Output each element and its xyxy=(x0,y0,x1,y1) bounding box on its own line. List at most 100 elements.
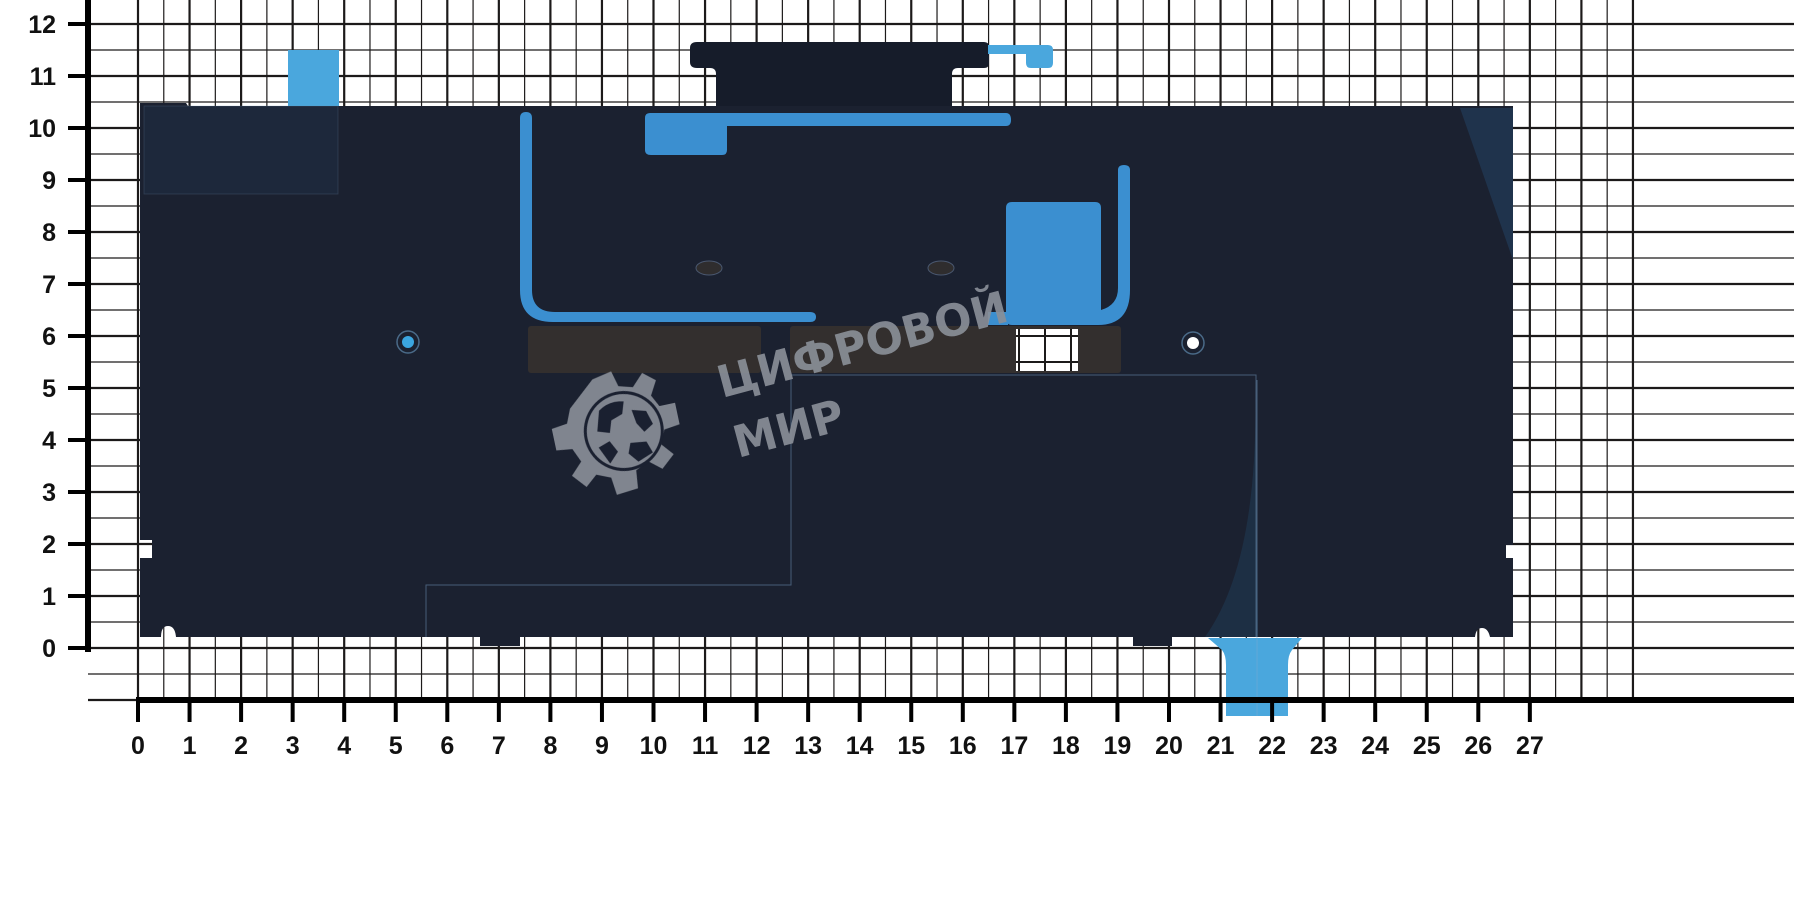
y-tick-label: 12 xyxy=(28,11,56,39)
gear-globe-logo-icon xyxy=(551,371,680,495)
x-tick xyxy=(1218,700,1223,722)
top-left-blue-tab xyxy=(288,50,339,108)
y-tick-label: 4 xyxy=(42,427,56,455)
x-tick xyxy=(909,700,914,722)
y-tick xyxy=(68,386,90,390)
x-tick xyxy=(857,700,862,722)
x-tick-label: 9 xyxy=(595,732,609,760)
brown-strip-left xyxy=(528,326,761,373)
y-tick xyxy=(68,542,90,546)
slot-hole-left xyxy=(695,260,723,276)
bottom-right-shade xyxy=(1205,380,1258,637)
x-tick-label: 27 xyxy=(1516,732,1544,760)
x-tick xyxy=(1373,700,1378,722)
x-tick-label: 26 xyxy=(1464,732,1492,760)
x-tick xyxy=(599,700,604,722)
x-tick-label: 7 xyxy=(492,732,506,760)
x-tick xyxy=(496,700,501,722)
x-tick-label: 11 xyxy=(692,732,719,760)
blue-strip-top-bar xyxy=(645,113,1011,155)
x-tick-label: 0 xyxy=(131,732,145,760)
flap-blue-hook xyxy=(988,45,1053,68)
mounting-hole-left xyxy=(402,336,414,348)
x-tick-label: 17 xyxy=(1000,732,1028,760)
y-tick-label: 9 xyxy=(42,167,56,195)
x-tick-label: 10 xyxy=(640,732,668,760)
x-tick-label: 16 xyxy=(949,732,977,760)
x-tick xyxy=(548,700,553,722)
y-tick-label: 1 xyxy=(42,583,56,611)
y-tick xyxy=(68,230,90,234)
y-tick xyxy=(68,178,90,182)
x-tick xyxy=(651,700,656,722)
mounting-hole-right xyxy=(1187,337,1199,349)
x-tick-label: 25 xyxy=(1413,732,1441,760)
y-tick-label: 11 xyxy=(30,63,57,91)
y-tick xyxy=(68,438,90,442)
y-tick-label: 3 xyxy=(42,479,56,507)
inner-panel-outline xyxy=(425,374,1257,637)
x-tick xyxy=(239,700,244,722)
x-tick-label: 6 xyxy=(440,732,454,760)
x-tick-label: 2 xyxy=(234,732,248,760)
x-tick xyxy=(1424,700,1429,722)
insulating-sheet xyxy=(140,42,1513,716)
x-tick xyxy=(1527,700,1532,722)
x-tick-label: 18 xyxy=(1052,732,1080,760)
x-tick xyxy=(1321,700,1326,722)
x-tick-label: 1 xyxy=(183,732,197,760)
x-tick xyxy=(1270,700,1275,722)
x-tick xyxy=(960,700,965,722)
x-tick-label: 8 xyxy=(543,732,557,760)
y-tick-label: 8 xyxy=(42,219,56,247)
x-tick-label: 19 xyxy=(1104,732,1132,760)
y-tick xyxy=(68,282,90,286)
y-tick-label: 10 xyxy=(28,115,56,143)
x-tick xyxy=(1476,700,1481,722)
x-tick xyxy=(1167,700,1171,722)
x-tick-label: 4 xyxy=(337,732,351,760)
x-tick xyxy=(290,700,295,722)
x-tick xyxy=(342,700,347,722)
x-tick-label: 14 xyxy=(846,732,874,760)
x-tick-label: 23 xyxy=(1310,732,1338,760)
y-tick xyxy=(68,490,90,494)
slot-hole-right xyxy=(927,260,955,276)
y-tick-label: 7 xyxy=(42,271,56,299)
x-tick xyxy=(1063,700,1068,722)
x-tick-label: 5 xyxy=(389,732,403,760)
x-tick xyxy=(187,700,192,722)
x-tick-label: 12 xyxy=(743,732,771,760)
y-tick xyxy=(68,646,90,650)
top-left-panel-outline xyxy=(143,105,339,195)
blue-pad-right xyxy=(1006,165,1130,325)
y-tick xyxy=(68,126,90,130)
dark-gap-strip xyxy=(988,312,1008,325)
right-edge-shade xyxy=(1460,108,1513,260)
x-tick xyxy=(703,700,708,722)
y-tick-label: 5 xyxy=(42,375,56,403)
y-tick xyxy=(68,22,90,26)
x-tick xyxy=(393,700,398,722)
y-tick-label: 0 xyxy=(42,635,56,663)
x-tick xyxy=(1115,700,1120,722)
x-tick xyxy=(806,700,811,722)
mounting-hole-left-ring xyxy=(396,330,420,354)
x-tick xyxy=(136,700,140,722)
y-tick xyxy=(68,74,90,78)
bottom-blue-pull-tab xyxy=(1208,638,1302,716)
y-tick xyxy=(68,334,90,338)
x-tick-label: 13 xyxy=(794,732,822,760)
x-tick-label: 24 xyxy=(1361,732,1389,760)
y-tick-label: 2 xyxy=(42,531,56,559)
x-tick-label: 3 xyxy=(286,732,300,760)
x-tick xyxy=(754,700,759,722)
x-tick-label: 22 xyxy=(1258,732,1286,760)
mounting-hole-right-ring xyxy=(1181,331,1205,355)
x-tick xyxy=(445,700,450,722)
x-tick-label: 21 xyxy=(1207,732,1235,760)
x-tick-label: 20 xyxy=(1155,732,1183,760)
